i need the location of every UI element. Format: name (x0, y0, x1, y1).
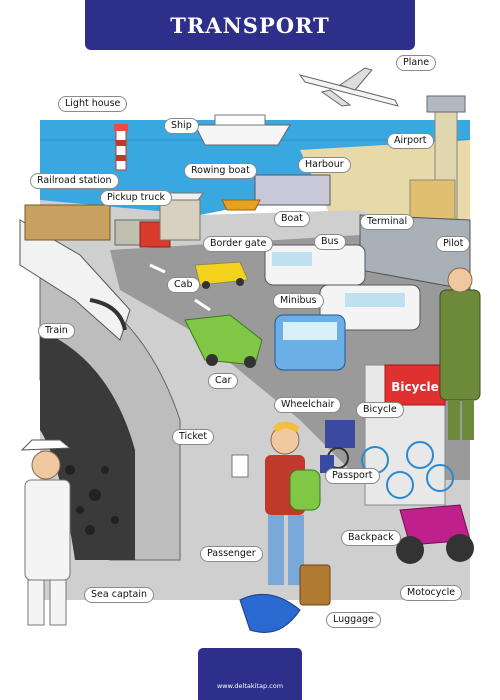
shop-sign-text: Bicycle (391, 380, 439, 394)
luggage (239, 564, 331, 633)
label-light-house: Light house (58, 96, 128, 112)
label-pilot: Pilot (436, 236, 471, 252)
harbour (254, 174, 331, 206)
ship (194, 114, 291, 146)
rail-tunnel (40, 330, 135, 560)
label-train: Train (38, 323, 75, 339)
label-bus: Bus (314, 234, 346, 250)
label-railroad-station: Railroad station (30, 173, 119, 189)
label-cab: Cab (167, 277, 200, 293)
footer-url: www.deltakitap.com (216, 682, 284, 690)
label-airport: Airport (387, 133, 434, 149)
light-house (114, 124, 128, 171)
wheelchair (325, 420, 355, 469)
bus (264, 244, 366, 286)
bicycle-shop: Bicycle (364, 364, 446, 506)
label-border-gate: Border gate (203, 236, 274, 252)
label-ship: Ship (164, 118, 199, 134)
railroad-station (24, 204, 111, 241)
ticket (231, 454, 249, 478)
title-banner: TRANSPORT (85, 0, 415, 50)
minibus (319, 284, 421, 331)
pilot (439, 267, 481, 440)
label-motocycle: Motocycle (400, 585, 463, 601)
sea-captain (20, 439, 72, 626)
label-bicycle: Bicycle (356, 402, 404, 418)
label-terminal: Terminal (360, 214, 415, 230)
label-backpack: Backpack (341, 530, 401, 546)
motorcycle (396, 504, 474, 564)
label-ticket: Ticket (172, 429, 215, 445)
car (184, 314, 263, 368)
label-car: Car (208, 373, 239, 389)
boat (221, 199, 261, 211)
label-wheelchair: Wheelchair (274, 397, 342, 413)
label-sea-captain: Sea captain (84, 587, 154, 603)
border-gate (159, 199, 201, 241)
label-boat: Boat (274, 211, 310, 227)
airport-building (409, 179, 456, 221)
label-luggage: Luggage (326, 612, 381, 628)
plane (298, 67, 399, 107)
label-rowing-boat: Rowing boat (184, 163, 257, 179)
label-plane: Plane (396, 55, 437, 71)
cab (194, 261, 249, 289)
page-title: TRANSPORT (170, 12, 330, 38)
label-harbour: Harbour (298, 157, 351, 173)
rail-holes (65, 465, 119, 535)
label-passport: Passport (325, 468, 380, 484)
blue-van (274, 314, 346, 371)
label-pickup-truck: Pickup truck (100, 190, 173, 206)
label-passenger: Passenger (200, 546, 263, 562)
label-minibus: Minibus (273, 293, 324, 309)
train (19, 219, 131, 341)
footer-banner: www.deltakitap.com (198, 648, 302, 700)
